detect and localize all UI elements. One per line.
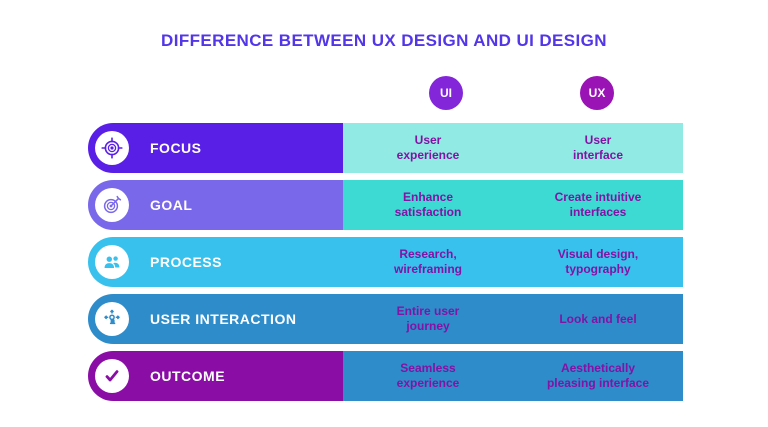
ux-column-badge: UX [580, 76, 614, 110]
cell-ux-process: Visual design, typography [513, 237, 683, 287]
cell-line: Look and feel [559, 311, 637, 326]
cell-ui-user-interaction: Entire user journey [343, 294, 513, 344]
cell-line: satisfaction [394, 205, 462, 219]
cell-ux-user-interaction: Look and feel [513, 294, 683, 344]
row-label: OUTCOME [150, 368, 226, 384]
cell-line: User [584, 133, 612, 148]
cell-ux-focus: User interface [513, 123, 683, 173]
row-header-user-interaction: USER INTERACTION [88, 294, 343, 344]
cell-line: typography [565, 262, 631, 276]
row-label: GOAL [150, 197, 193, 213]
ui-column-label: UI [440, 86, 452, 100]
cell-line: interface [572, 148, 624, 162]
cell-line: wireframing [393, 262, 462, 276]
page-title: DIFFERENCE BETWEEN UX DESIGN AND UI DESI… [161, 31, 607, 50]
row-label: USER INTERACTION [150, 311, 297, 327]
cell-ui-focus: User experience [343, 123, 513, 173]
cell-line: Entire user [396, 304, 460, 319]
table-row-process: PROCESS Research, wireframing Visual des… [88, 237, 683, 287]
row-values-process: Research, wireframing Visual design, typ… [343, 237, 683, 287]
cell-line: Research, [399, 247, 457, 262]
cell-line: experience [396, 148, 460, 162]
goal-dart-icon [95, 188, 129, 222]
target-focus-icon [95, 131, 129, 165]
cell-line: User [414, 133, 442, 148]
cell-line: interfaces [569, 205, 627, 219]
cell-ui-process: Research, wireframing [343, 237, 513, 287]
ux-column-label: UX [588, 86, 606, 100]
row-header-goal: GOAL [88, 180, 343, 230]
row-values-goal: Enhance satisfaction Create intuitive in… [343, 180, 683, 230]
table-row-focus: FOCUS User experience User interface [88, 123, 683, 173]
row-label: FOCUS [150, 140, 202, 156]
cell-line: Seamless [400, 361, 456, 376]
row-values-user-interaction: Entire user journey Look and feel [343, 294, 683, 344]
row-header-process: PROCESS [88, 237, 343, 287]
cell-ux-goal: Create intuitive interfaces [513, 180, 683, 230]
cell-ui-goal: Enhance satisfaction [343, 180, 513, 230]
row-values-focus: User experience User interface [343, 123, 683, 173]
people-icon [95, 245, 129, 279]
ui-column-badge: UI [429, 76, 463, 110]
cell-line: pleasing interface [546, 376, 650, 390]
checkmark-icon [95, 359, 129, 393]
cell-line: Aesthetically [560, 361, 636, 376]
cell-line: experience [396, 376, 460, 390]
cell-ui-outcome: Seamless experience [343, 351, 513, 401]
cell-line: Create intuitive [554, 190, 642, 205]
tap-gesture-icon [95, 302, 129, 336]
row-header-outcome: OUTCOME [88, 351, 343, 401]
table-row-goal: GOAL Enhance satisfaction Create intuiti… [88, 180, 683, 230]
cell-line: Visual design, [557, 247, 639, 262]
row-values-outcome: Seamless experience Aesthetically pleasi… [343, 351, 683, 401]
table-row-user-interaction: USER INTERACTION Entire user journey Loo… [88, 294, 683, 344]
row-header-focus: FOCUS [88, 123, 343, 173]
table-row-outcome: OUTCOME Seamless experience Aestheticall… [88, 351, 683, 401]
cell-ux-outcome: Aesthetically pleasing interface [513, 351, 683, 401]
row-label: PROCESS [150, 254, 222, 270]
cell-line: Enhance [402, 190, 453, 205]
cell-line: journey [406, 319, 450, 333]
